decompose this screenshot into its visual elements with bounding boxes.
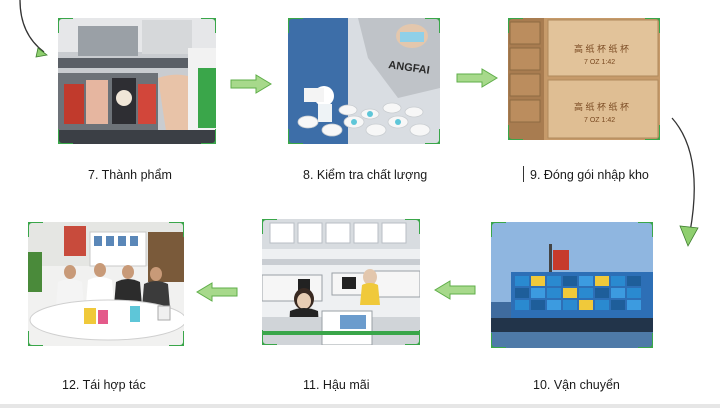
box-text-1: 高 纸 杯 纸 杯 bbox=[574, 43, 629, 54]
step-7-label: 7. Thành phẩm bbox=[88, 168, 172, 182]
step-9-label: 9. Đóng gói nhập kho bbox=[530, 168, 649, 182]
box-text-4: 7 OZ 1:42 bbox=[584, 117, 615, 124]
step-11-label: 11. Hậu mãi bbox=[303, 378, 370, 392]
quality-check-photo: ANGFAI bbox=[288, 18, 440, 144]
flow-arrow-right bbox=[456, 68, 498, 88]
shirt-print: ANGFAI bbox=[388, 59, 431, 77]
label-divider bbox=[523, 166, 524, 182]
flow-arrow-right bbox=[230, 74, 272, 94]
step-10-label: 10. Vận chuyển bbox=[533, 378, 620, 392]
finished-product-photo bbox=[58, 18, 216, 144]
container-ship-photo bbox=[491, 222, 653, 348]
box-text-3: 高 纸 杯 纸 杯 bbox=[574, 101, 629, 112]
step-12-label: 12. Tái hợp tác bbox=[62, 378, 146, 392]
office-photo bbox=[262, 219, 420, 345]
meeting-photo bbox=[28, 222, 184, 346]
flow-arrow-left bbox=[196, 282, 238, 302]
packing-boxes-photo: 高 纸 杯 纸 杯 7 OZ 1:42 高 纸 杯 纸 杯 7 OZ 1:42 bbox=[508, 18, 660, 140]
box-text-2: 7 OZ 1:42 bbox=[584, 59, 615, 66]
incoming-flow-arrow bbox=[19, 0, 48, 58]
bottom-strip bbox=[0, 404, 720, 408]
step-8-label: 8. Kiểm tra chất lượng bbox=[303, 168, 428, 182]
flow-arrow-left bbox=[434, 280, 476, 300]
flow-arrow-curve-down bbox=[671, 117, 699, 247]
